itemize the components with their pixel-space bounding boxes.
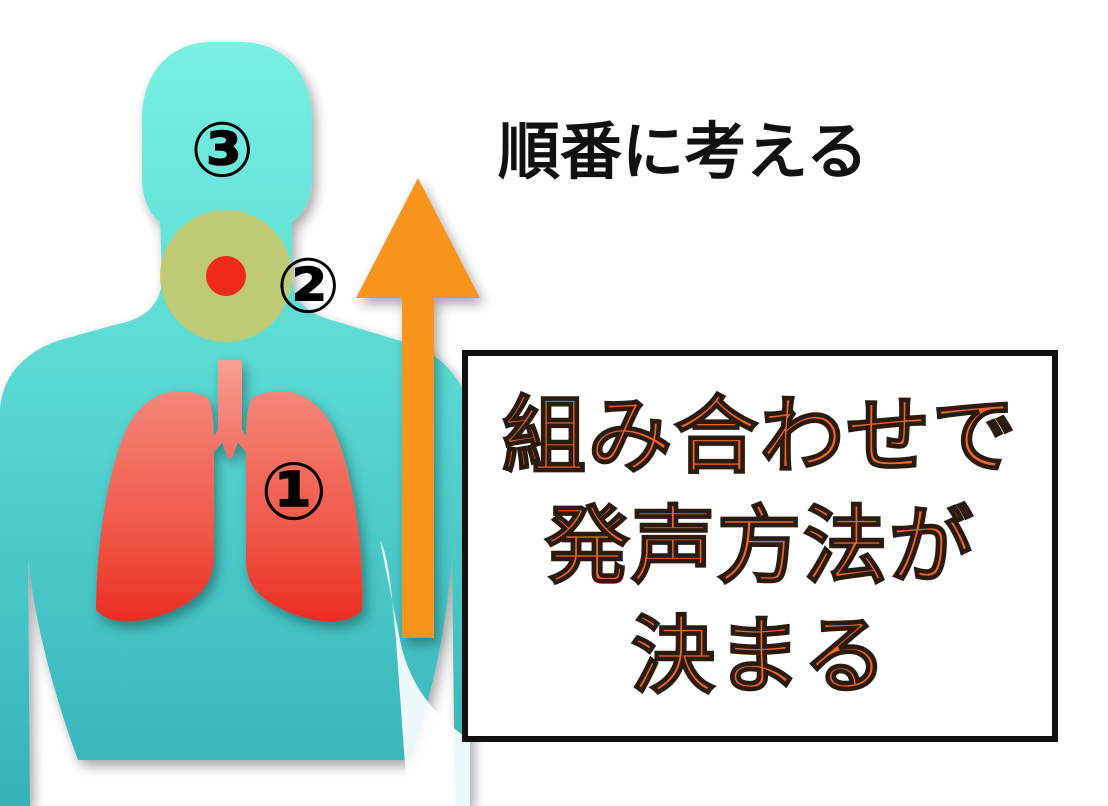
label-head-3: ③ bbox=[190, 105, 255, 194]
heading-think-in-order: 順番に考える bbox=[498, 115, 869, 188]
message-box: 組み合わせで 発声方法が 決まる bbox=[462, 350, 1058, 742]
right-arm-gap bbox=[380, 540, 470, 806]
label-larynx-2: ② bbox=[276, 241, 341, 330]
larynx-dot bbox=[206, 256, 246, 296]
right-lung bbox=[246, 391, 363, 622]
message-line-1: 組み合わせで bbox=[501, 386, 1018, 486]
message-line-3: 決まる bbox=[630, 606, 889, 706]
trachea bbox=[184, 360, 276, 466]
arrow-shaft bbox=[402, 284, 434, 638]
label-lungs-1: ① bbox=[260, 445, 328, 538]
lungs-icon bbox=[96, 360, 363, 622]
arrow-head bbox=[356, 178, 480, 298]
message-line-2: 発声方法が bbox=[544, 496, 975, 596]
left-lung bbox=[96, 391, 214, 622]
arrow-up-icon bbox=[356, 178, 480, 638]
